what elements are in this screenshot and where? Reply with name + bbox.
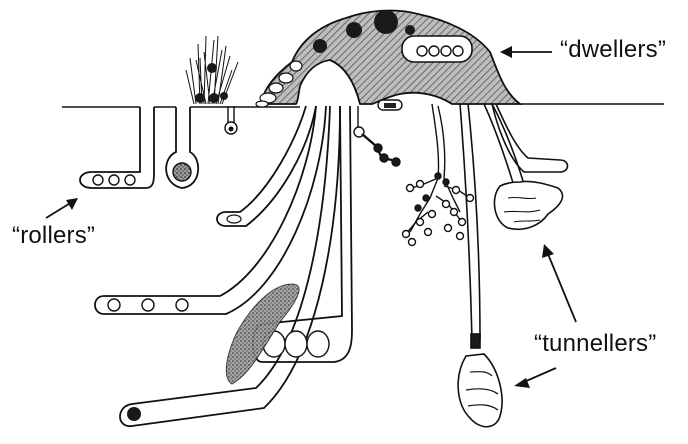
arrow-dwellers <box>500 46 552 58</box>
tunneller-burrows <box>95 106 352 426</box>
branching-burrow <box>403 104 474 246</box>
rollers-label: “rollers” <box>12 222 95 250</box>
arrow-rollers <box>46 198 78 218</box>
dwellers-label: “dwellers” <box>560 36 666 64</box>
deep-burrow <box>458 104 502 427</box>
beaded-burrow <box>354 106 400 166</box>
tunnellers-label: “tunnellers” <box>534 330 656 358</box>
shallow-nest <box>225 106 237 134</box>
grass-tuft <box>186 36 238 104</box>
roller-burrows <box>80 107 198 188</box>
arrow-tunnellers-down <box>514 368 556 388</box>
arrow-tunnellers-up <box>542 244 576 322</box>
right-burrows <box>484 104 568 229</box>
dung-pat <box>256 10 520 110</box>
